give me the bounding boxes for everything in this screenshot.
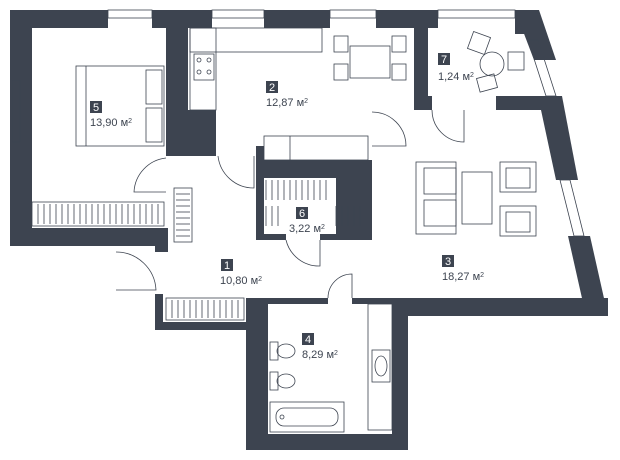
kitchen-counter-icon bbox=[189, 27, 323, 111]
wall-bath-top-right bbox=[352, 298, 408, 304]
door-balcony-arc bbox=[431, 109, 465, 143]
room-label-7: 7 1,24 м2 bbox=[438, 53, 474, 83]
coffee-table-icon bbox=[461, 171, 493, 225]
room-number-box bbox=[302, 333, 314, 345]
wardrobe-corridor bbox=[165, 297, 245, 321]
wall-top-kitchen-a bbox=[264, 10, 330, 28]
window-living-right bbox=[559, 179, 585, 237]
wall-right-diagonal-top bbox=[515, 10, 556, 60]
room-area: 18,27 м2 bbox=[442, 271, 484, 283]
room-label-1: 1 10,80 м2 bbox=[220, 259, 262, 287]
room-number: 3 bbox=[445, 256, 451, 268]
door-bedroom-arc bbox=[133, 157, 167, 193]
room-area: 12,87 м2 bbox=[266, 97, 308, 109]
room-label-5: 5 13,90 м2 bbox=[90, 101, 132, 129]
room-area: 13,90 м2 bbox=[90, 117, 132, 129]
room-number: 7 bbox=[441, 54, 447, 66]
exterior-walls bbox=[10, 10, 608, 450]
bathtub-icon bbox=[269, 401, 345, 433]
doors bbox=[115, 109, 465, 299]
room-label-2: 2 12,87 м2 bbox=[266, 81, 308, 109]
window-bedroom-top bbox=[107, 9, 153, 19]
wardrobe-bedroom-outline bbox=[31, 201, 165, 227]
wall-balcony-bottom bbox=[496, 96, 556, 110]
room-number-box bbox=[442, 255, 454, 267]
room-number: 4 bbox=[305, 334, 311, 346]
wall-left bbox=[10, 10, 32, 246]
room-label-6: 6 3,22 м2 bbox=[289, 207, 325, 235]
door-kitchen-arc bbox=[217, 155, 255, 189]
room-number-box bbox=[266, 81, 278, 93]
bed-icon bbox=[75, 65, 165, 147]
wall-top-kitchen-b bbox=[376, 10, 438, 28]
windows bbox=[11, 9, 585, 237]
window-balcony-right bbox=[527, 39, 557, 97]
wall-top-bedroom-a bbox=[10, 10, 108, 28]
furniture bbox=[75, 27, 537, 433]
room-area: 1,24 м2 bbox=[438, 71, 474, 83]
wardrobe-corridor-outline bbox=[165, 297, 245, 321]
window-bedroom-left bbox=[11, 79, 21, 143]
room-number-box bbox=[296, 207, 308, 219]
sink-unit-icon bbox=[263, 135, 369, 161]
room-number: 2 bbox=[269, 82, 275, 94]
wall-bath-left bbox=[246, 298, 268, 450]
door-bath-arc bbox=[327, 273, 353, 299]
wall-bottom-bedroom bbox=[10, 228, 168, 246]
wardrobe-hall bbox=[173, 187, 193, 243]
door-entry-arc bbox=[115, 251, 157, 291]
room-number-box bbox=[221, 259, 233, 271]
wardrobe-bedroom bbox=[31, 201, 165, 227]
wall-corridor-left bbox=[155, 294, 163, 330]
wall-kitchen-left-lower bbox=[188, 110, 216, 156]
wardrobe-hall-outline bbox=[173, 187, 193, 243]
room-area: 3,22 м2 bbox=[289, 223, 325, 235]
wall-closet-left bbox=[256, 146, 264, 240]
wall-bedroom-right bbox=[166, 10, 188, 156]
wall-corridor-bottom bbox=[155, 322, 268, 330]
room-area: 10,80 м2 bbox=[220, 275, 262, 287]
wardrobe-closet bbox=[265, 180, 361, 226]
door-closet-arc bbox=[285, 239, 321, 267]
wall-bedroom-right-lower bbox=[155, 228, 168, 252]
wall-closet-bottom-a bbox=[256, 234, 286, 240]
wall-right-diagonal-a bbox=[538, 96, 578, 180]
wall-right-diagonal-b bbox=[568, 236, 608, 316]
bidet-icon bbox=[269, 371, 296, 391]
room-area: 8,29 м2 bbox=[302, 349, 338, 361]
sofa-icon bbox=[415, 161, 457, 235]
window-kitchen-top-b bbox=[329, 9, 377, 19]
wall-bath-right bbox=[392, 298, 408, 450]
balcony-table-icon bbox=[466, 30, 525, 93]
window-kitchen-top-a bbox=[211, 9, 265, 19]
wall-balcony-left bbox=[414, 10, 428, 102]
room-number-box bbox=[90, 101, 102, 113]
toilet-icon bbox=[269, 341, 296, 361]
wall-bath-top bbox=[246, 298, 328, 304]
wall-bath-bottom bbox=[246, 434, 408, 450]
bathroom-sink-icon bbox=[367, 303, 393, 431]
room-number-box bbox=[438, 53, 450, 65]
room-number: 1 bbox=[224, 260, 230, 272]
room-label-3: 3 18,27 м2 bbox=[442, 255, 484, 283]
window-balcony-top bbox=[437, 9, 516, 19]
dining-table-icon bbox=[333, 35, 407, 81]
armchair-icon bbox=[499, 161, 537, 193]
room-number: 6 bbox=[299, 208, 305, 220]
armchair-2-icon bbox=[499, 205, 537, 237]
interior-walls bbox=[155, 10, 556, 252]
room-label-4: 4 8,29 м2 bbox=[302, 333, 338, 361]
wall-bottom-right bbox=[408, 298, 608, 316]
door-living-arc bbox=[371, 111, 407, 147]
wall-closet-top bbox=[256, 160, 372, 178]
room-number: 5 bbox=[93, 102, 99, 114]
wall-balcony-bottom-left bbox=[414, 96, 432, 110]
wall-closet-bottom-b bbox=[320, 234, 372, 240]
